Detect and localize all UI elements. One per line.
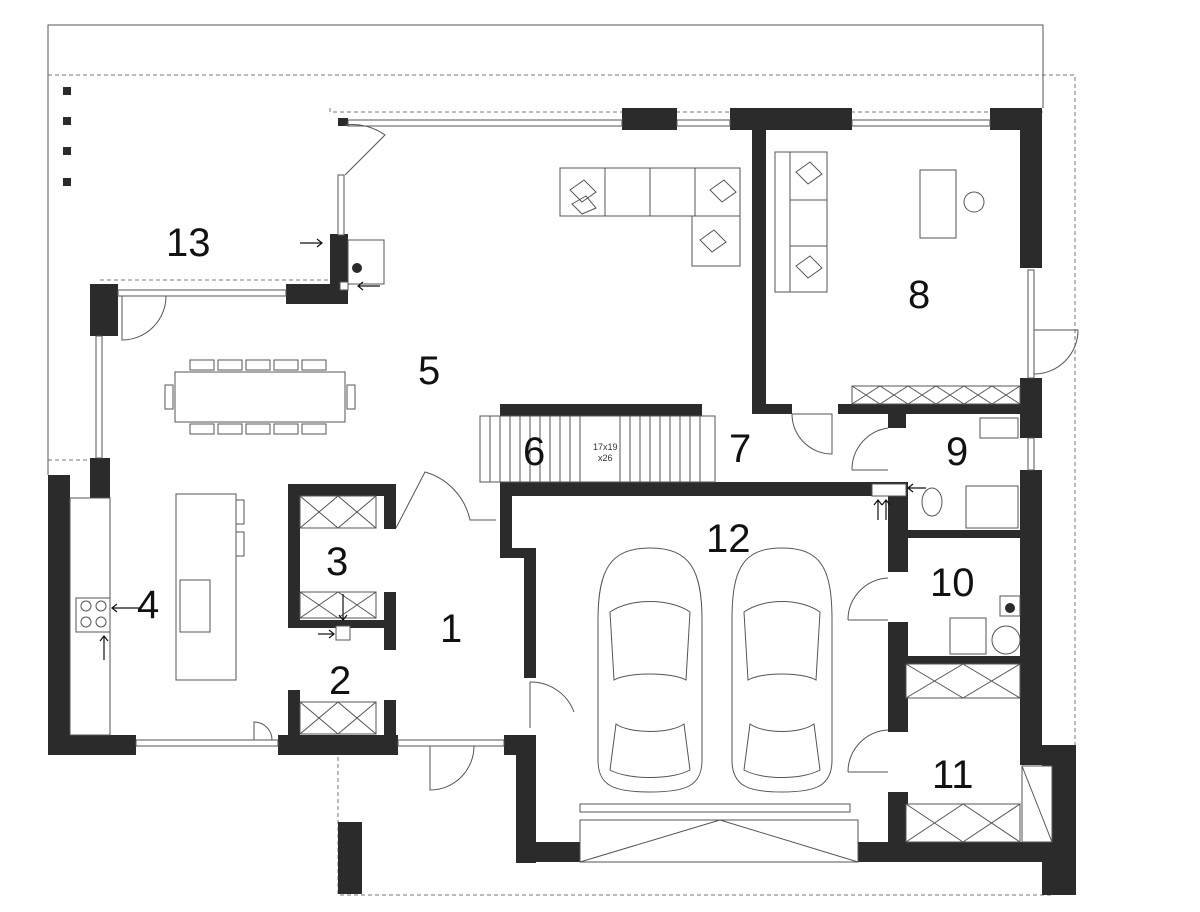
living-sofa <box>559 167 741 267</box>
room-label-8: 8 <box>908 273 930 317</box>
walls <box>48 108 1076 895</box>
room-label-12: 12 <box>706 517 751 561</box>
closets <box>299 495 1053 843</box>
kitchen-furniture <box>69 493 245 736</box>
utility-symbols <box>335 239 907 641</box>
bathroom-fixtures <box>921 417 1021 655</box>
terrace-posts <box>63 87 71 186</box>
windows <box>95 119 1035 747</box>
dining-table <box>164 359 356 435</box>
room-label-13: 13 <box>166 221 211 265</box>
arrows <box>99 238 926 660</box>
garage-cars <box>579 547 851 813</box>
stairs-dimensions: 17x19 <box>593 442 618 452</box>
room-label-4: 4 <box>137 583 159 627</box>
room-label-11: 11 <box>932 753 974 797</box>
room-labels: 1 2 3 4 5 6 7 8 9 10 11 12 13 <box>137 221 975 797</box>
room-label-5: 5 <box>418 349 440 393</box>
room-label-6: 6 <box>523 430 545 474</box>
room-label-7: 7 <box>729 427 751 471</box>
office-furniture <box>774 151 1021 405</box>
room-label-3: 3 <box>326 540 348 584</box>
room-label-1: 1 <box>440 607 462 651</box>
doors <box>121 124 1079 863</box>
stairs-count: x26 <box>598 453 613 463</box>
room-label-9: 9 <box>946 430 968 474</box>
room-label-2: 2 <box>329 659 351 703</box>
staircase: 17x19 x26 <box>479 404 716 483</box>
room-label-10: 10 <box>930 561 975 605</box>
